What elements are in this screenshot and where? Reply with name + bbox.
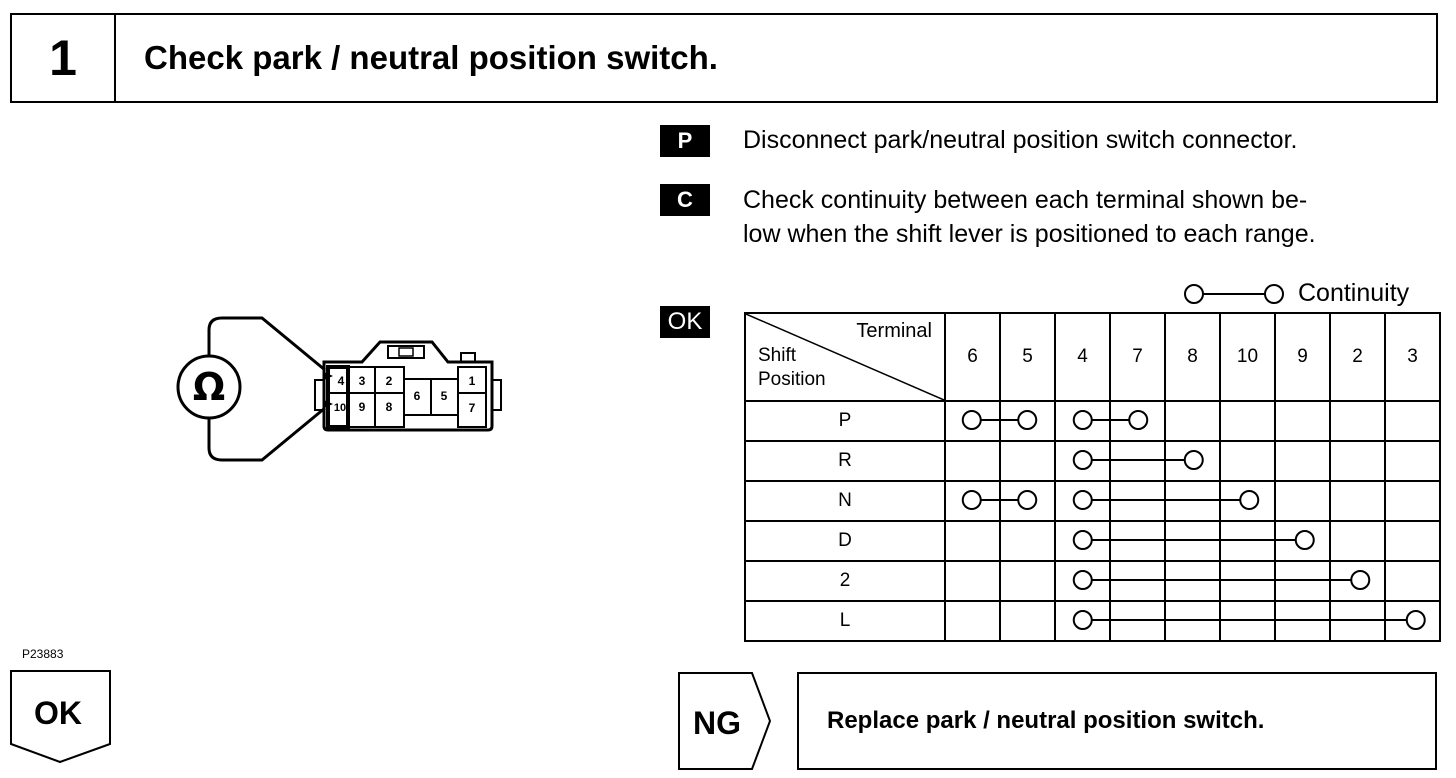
test-lead-upper [207,316,326,372]
instruction-check-line2: low when the shift lever is positioned t… [743,220,1316,248]
connector-body [322,340,494,432]
ng-tag [678,672,772,770]
connector-side-right [491,379,502,411]
table-row: L [744,600,1441,642]
ok-tag [10,670,111,764]
terminal-col-header: 10 [1219,312,1276,402]
terminal-4-label: 4 [338,374,345,388]
terminal-3-label: 3 [359,374,366,388]
connector-latch [387,345,425,359]
terminal-1-label: 1 [469,374,476,388]
terminal-col-header: 4 [1054,312,1111,402]
probe-tip-upper [324,372,333,380]
terminal-2-label: 2 [386,374,393,388]
ng-label: NG [693,705,741,741]
continuity-symbol-icon [1184,283,1284,304]
terminal-col-header: 3 [1384,312,1441,402]
step-number: 1 [12,15,116,101]
terminal-col-header: 7 [1109,312,1166,402]
shift-position-label: N [744,480,946,522]
ng-action-text: Replace park / neutral position switch. [827,707,1265,734]
terminal-col-header: 5 [999,312,1056,402]
terminal-header: Terminal [856,320,932,342]
ohm-symbol: Ω [193,365,225,409]
terminal-7-label: 7 [469,401,476,415]
connector-diagram: Ω 4 3 2 1 10 9 8 7 6 5 [176,316,502,462]
continuity-legend: Continuity [1182,279,1409,308]
shift-position-label: R [744,440,946,482]
test-lead-lower [207,406,326,462]
terminal-10-label: 10 [334,402,346,414]
table-row: D [744,520,1441,562]
table-row: P [744,400,1441,442]
shift-position-label: 2 [744,560,946,602]
terminal-col-header: 2 [1329,312,1386,402]
terminal-5-label: 5 [441,389,448,403]
terminal-col-header: 9 [1274,312,1331,402]
connector-side-left [314,379,325,411]
figure-code: P23883 [22,647,64,661]
table-row: R [744,440,1441,482]
step-title: Check park / neutral position switch. [144,39,718,76]
badge-ok: OK [660,306,710,338]
instruction-check-line1: Check continuity between each terminal s… [743,186,1308,214]
badge-c: C [660,184,710,216]
terminal-col-header: 6 [944,312,1001,402]
terminal-8-label: 8 [386,400,393,414]
badge-p: P [660,125,710,157]
step-header: 1 Check park / neutral position switch. [10,13,1438,103]
shift-position-label: L [744,600,946,642]
shift-position-label: D [744,520,946,562]
legend-label: Continuity [1298,279,1410,307]
probe-tip-lower [324,400,333,408]
instruction-disconnect: Disconnect park/neutral position switch … [743,126,1298,154]
table-row: N [744,480,1441,522]
shift-position-label: P [744,400,946,442]
table-row: 2 [744,560,1441,602]
ng-action-box: Replace park / neutral position switch. [797,672,1437,770]
terminal-9-label: 9 [359,400,366,414]
terminal-col-header: 8 [1164,312,1221,402]
terminal-6-label: 6 [414,389,421,403]
ok-label: OK [34,695,82,731]
